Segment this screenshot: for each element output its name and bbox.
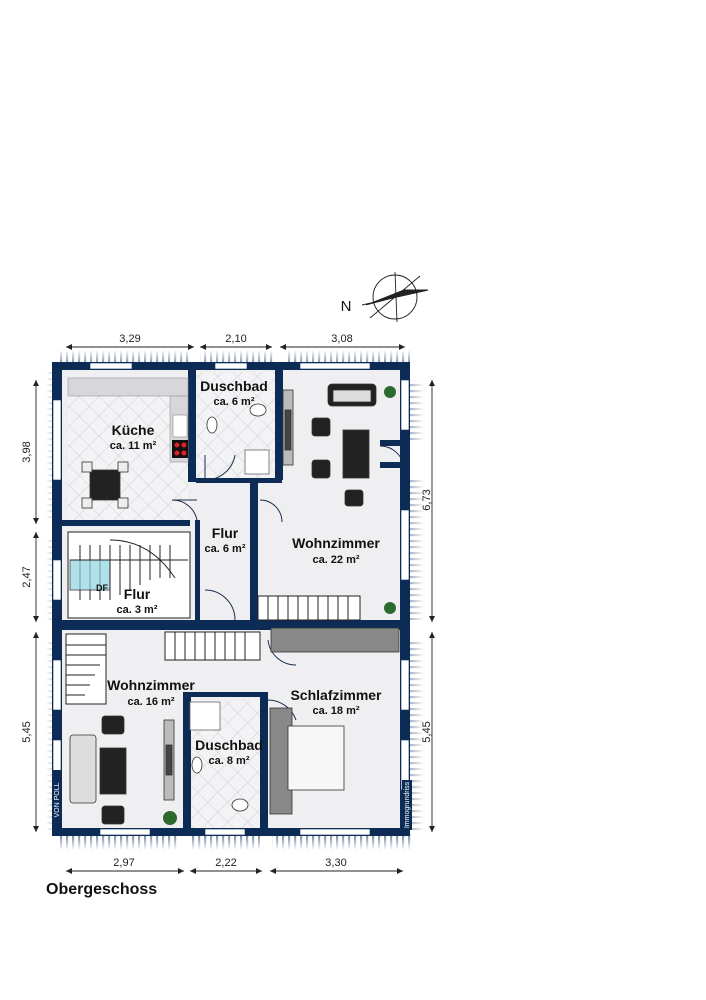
dim-left-1: 3,98 [21, 441, 33, 462]
dim-top-3: 3,08 [331, 333, 352, 345]
door-swings [171, 445, 405, 721]
dimension-labels: 3,29 2,10 3,08 2,97 2,22 3,30 3,98 2,47 … [21, 333, 433, 869]
room-wohnzimmer-small-area: ca. 16 m² [127, 696, 174, 708]
plants [163, 386, 396, 825]
dim-top-2: 2,10 [225, 333, 246, 345]
room-wohnzimmer-large-name: Wohnzimmer [292, 535, 380, 551]
dim-right-1: 6,73 [421, 489, 433, 510]
dim-left-2: 2,47 [21, 566, 33, 587]
brand-logo-right: Immogrundriss [402, 780, 412, 830]
room-duschbad-bottom-name: Duschbad [195, 737, 263, 753]
compass-north-label: N [341, 298, 352, 315]
dim-right-2: 5,45 [421, 721, 433, 742]
room-flur-main-name: Flur [212, 525, 239, 541]
dim-top-1: 3,29 [119, 333, 140, 345]
compass-rose [361, 271, 429, 323]
room-duschbad-bottom-area: ca. 8 m² [209, 755, 250, 767]
room-kueche-area: ca. 11 m² [110, 440, 157, 452]
room-labels: Küche ca. 11 m² Duschbad ca. 6 m² Flur c… [96, 378, 382, 767]
dim-left-3: 5,45 [21, 721, 33, 742]
staircases [65, 531, 361, 705]
brand-logo-left: VON POLL [52, 770, 62, 830]
room-wohnzimmer-small-name: Wohnzimmer [107, 677, 195, 693]
dim-bottom-3: 3,30 [325, 857, 346, 869]
brand-left-text: VON POLL [54, 782, 61, 817]
furniture [69, 383, 400, 825]
kitchen-counter [67, 377, 189, 463]
room-wohnzimmer-large-area: ca. 22 m² [312, 554, 359, 566]
room-duschbad-top-area: ca. 6 m² [214, 396, 255, 408]
room-flur-main-area: ca. 6 m² [205, 543, 246, 555]
stair-label: DF [96, 583, 108, 593]
brand-right-text: Immogrundriss [404, 781, 411, 828]
dimension-lines [33, 344, 435, 874]
floor-title: Obergeschoss [46, 881, 158, 898]
dim-bottom-2: 2,22 [215, 857, 236, 869]
room-schlafzimmer-area: ca. 18 m² [312, 705, 359, 717]
room-schlafzimmer-name: Schlafzimmer [290, 687, 382, 703]
room-flur-small-area: ca. 3 m² [117, 604, 158, 616]
room-flur-small-name: Flur [124, 586, 151, 602]
room-duschbad-top-name: Duschbad [200, 378, 268, 394]
room-kueche-name: Küche [112, 422, 155, 438]
dim-bottom-1: 2,97 [113, 857, 134, 869]
